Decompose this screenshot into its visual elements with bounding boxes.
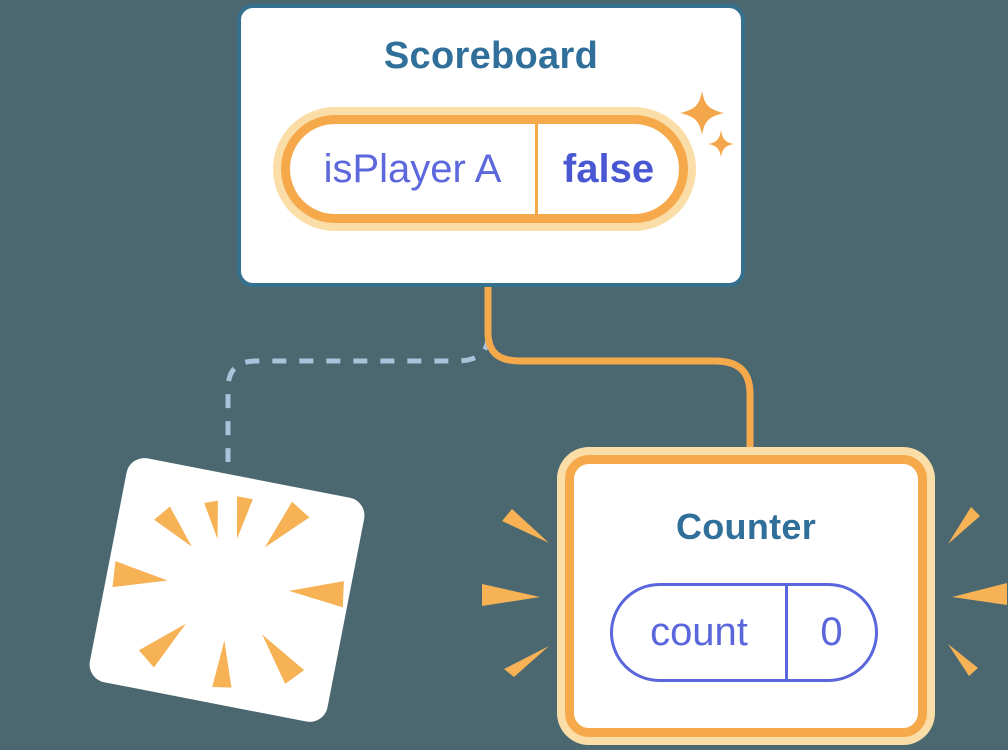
sparkle-small [708,130,734,157]
counter-card: Counter count 0 [565,455,927,737]
state-name-label: count [650,610,748,654]
state-value-label: false [562,146,655,191]
scoreboard-title: Scoreboard [383,35,599,77]
emphasis-burst-right-icon [948,507,1007,676]
pill-divider [535,124,538,214]
burst-rays [112,496,344,688]
burst-rays [482,509,549,677]
destroyed-component-card [86,455,368,725]
emphasis-burst-left-icon [482,509,549,677]
state-name-label: isPlayer A [323,146,502,191]
scoreboard-card: Scoreboard isPlayer A false [237,4,745,287]
counter-title: Counter [675,506,817,547]
dashed-destroyed-connector-line [225,335,491,462]
burst-rays [948,507,1007,676]
sparkle-large [680,91,724,135]
counter-state-pill: count 0 [610,583,878,682]
orange-counter-connector-line [484,285,754,458]
state-value-label: 0 [820,610,843,654]
pill-divider [785,586,788,679]
explosion-burst-icon [112,496,344,688]
scoreboard-state-pill: isPlayer A false [281,115,688,223]
sparkle-icon [680,91,734,157]
